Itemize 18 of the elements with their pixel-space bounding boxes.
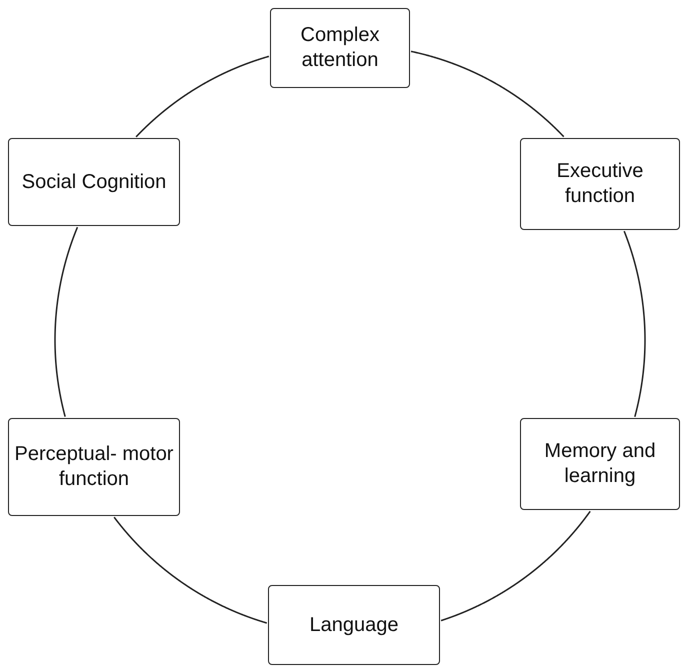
connector-arc xyxy=(136,56,270,138)
connector-arc xyxy=(114,516,268,624)
node-label: Executive function xyxy=(556,159,644,209)
node-label: Perceptual- motor function xyxy=(14,442,174,492)
process-box xyxy=(8,418,180,516)
process-box xyxy=(520,418,680,510)
node-label: Language xyxy=(310,612,398,638)
connector-arc xyxy=(54,226,78,417)
process-box xyxy=(268,585,440,665)
node-label: Social Cognition xyxy=(22,170,166,194)
process-box xyxy=(8,138,180,226)
node-label: Memory and learning xyxy=(543,439,657,489)
process-box xyxy=(520,138,680,230)
node-label: Complex attention xyxy=(300,23,380,73)
connector-arc xyxy=(410,50,564,138)
connector-arc xyxy=(440,510,591,622)
process-box xyxy=(270,8,410,88)
connector-arc xyxy=(623,230,646,418)
